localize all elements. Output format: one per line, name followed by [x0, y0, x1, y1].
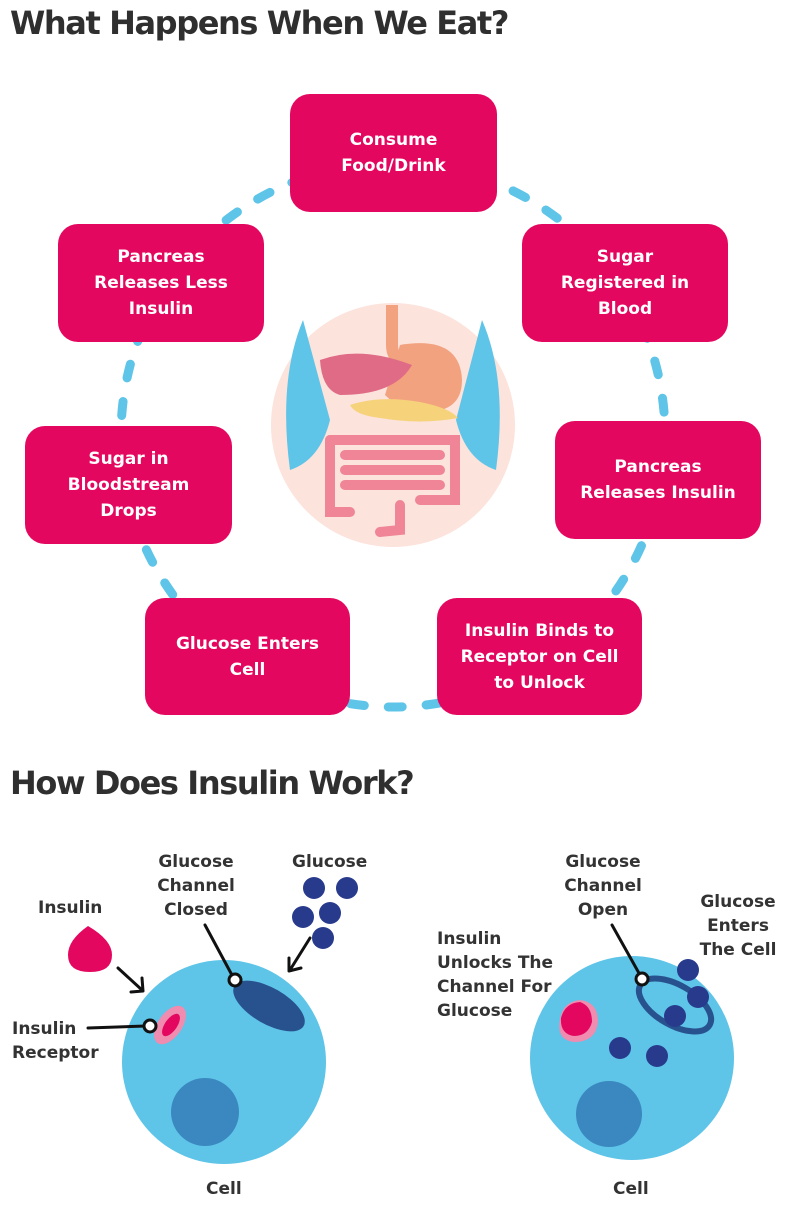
- glucose-molecules-left: [292, 877, 358, 949]
- step-pancreas-releases-insulin: Pancreas Releases Insulin: [555, 421, 761, 539]
- title-what-happens: What Happens When We Eat?: [10, 4, 509, 42]
- label-glucose-channel-open: Glucose Channel Open: [564, 852, 642, 920]
- cell-right: [530, 923, 734, 1160]
- step-sugar-registered: Sugar Registered in Blood: [522, 224, 728, 342]
- label-glucose-channel-closed: Glucose Channel Closed: [157, 852, 235, 920]
- digestive-system-illustration: [271, 303, 515, 547]
- step-pancreas-releases-less: Pancreas Releases Less Insulin: [58, 224, 264, 342]
- insulin-drop: [68, 926, 112, 972]
- cell-left: [68, 877, 358, 1164]
- step-insulin-binds: Insulin Binds to Receptor on Cell to Unl…: [437, 598, 642, 715]
- glucose-channel-closed: [233, 980, 305, 1032]
- title-how-insulin-works: How Does Insulin Work?: [10, 764, 415, 802]
- label-glucose: Glucose: [292, 852, 368, 872]
- label-insulin: Insulin: [38, 898, 103, 918]
- step-glucose-enters-cell: Glucose Enters Cell: [145, 598, 350, 715]
- label-insulin-unlocks: Insulin Unlocks The Channel For Glucose: [437, 929, 554, 1021]
- label-cell-left: Cell: [206, 1179, 242, 1199]
- label-cell-right: Cell: [613, 1179, 649, 1199]
- step-consume-food: Consume Food/Drink: [290, 94, 497, 212]
- label-insulin-receptor: Insulin Receptor: [12, 1019, 99, 1063]
- glucose-molecules-right: [609, 959, 709, 1067]
- label-glucose-enters: Glucose Enters The Cell: [699, 892, 777, 960]
- step-sugar-drops: Sugar in Bloodstream Drops: [25, 426, 232, 544]
